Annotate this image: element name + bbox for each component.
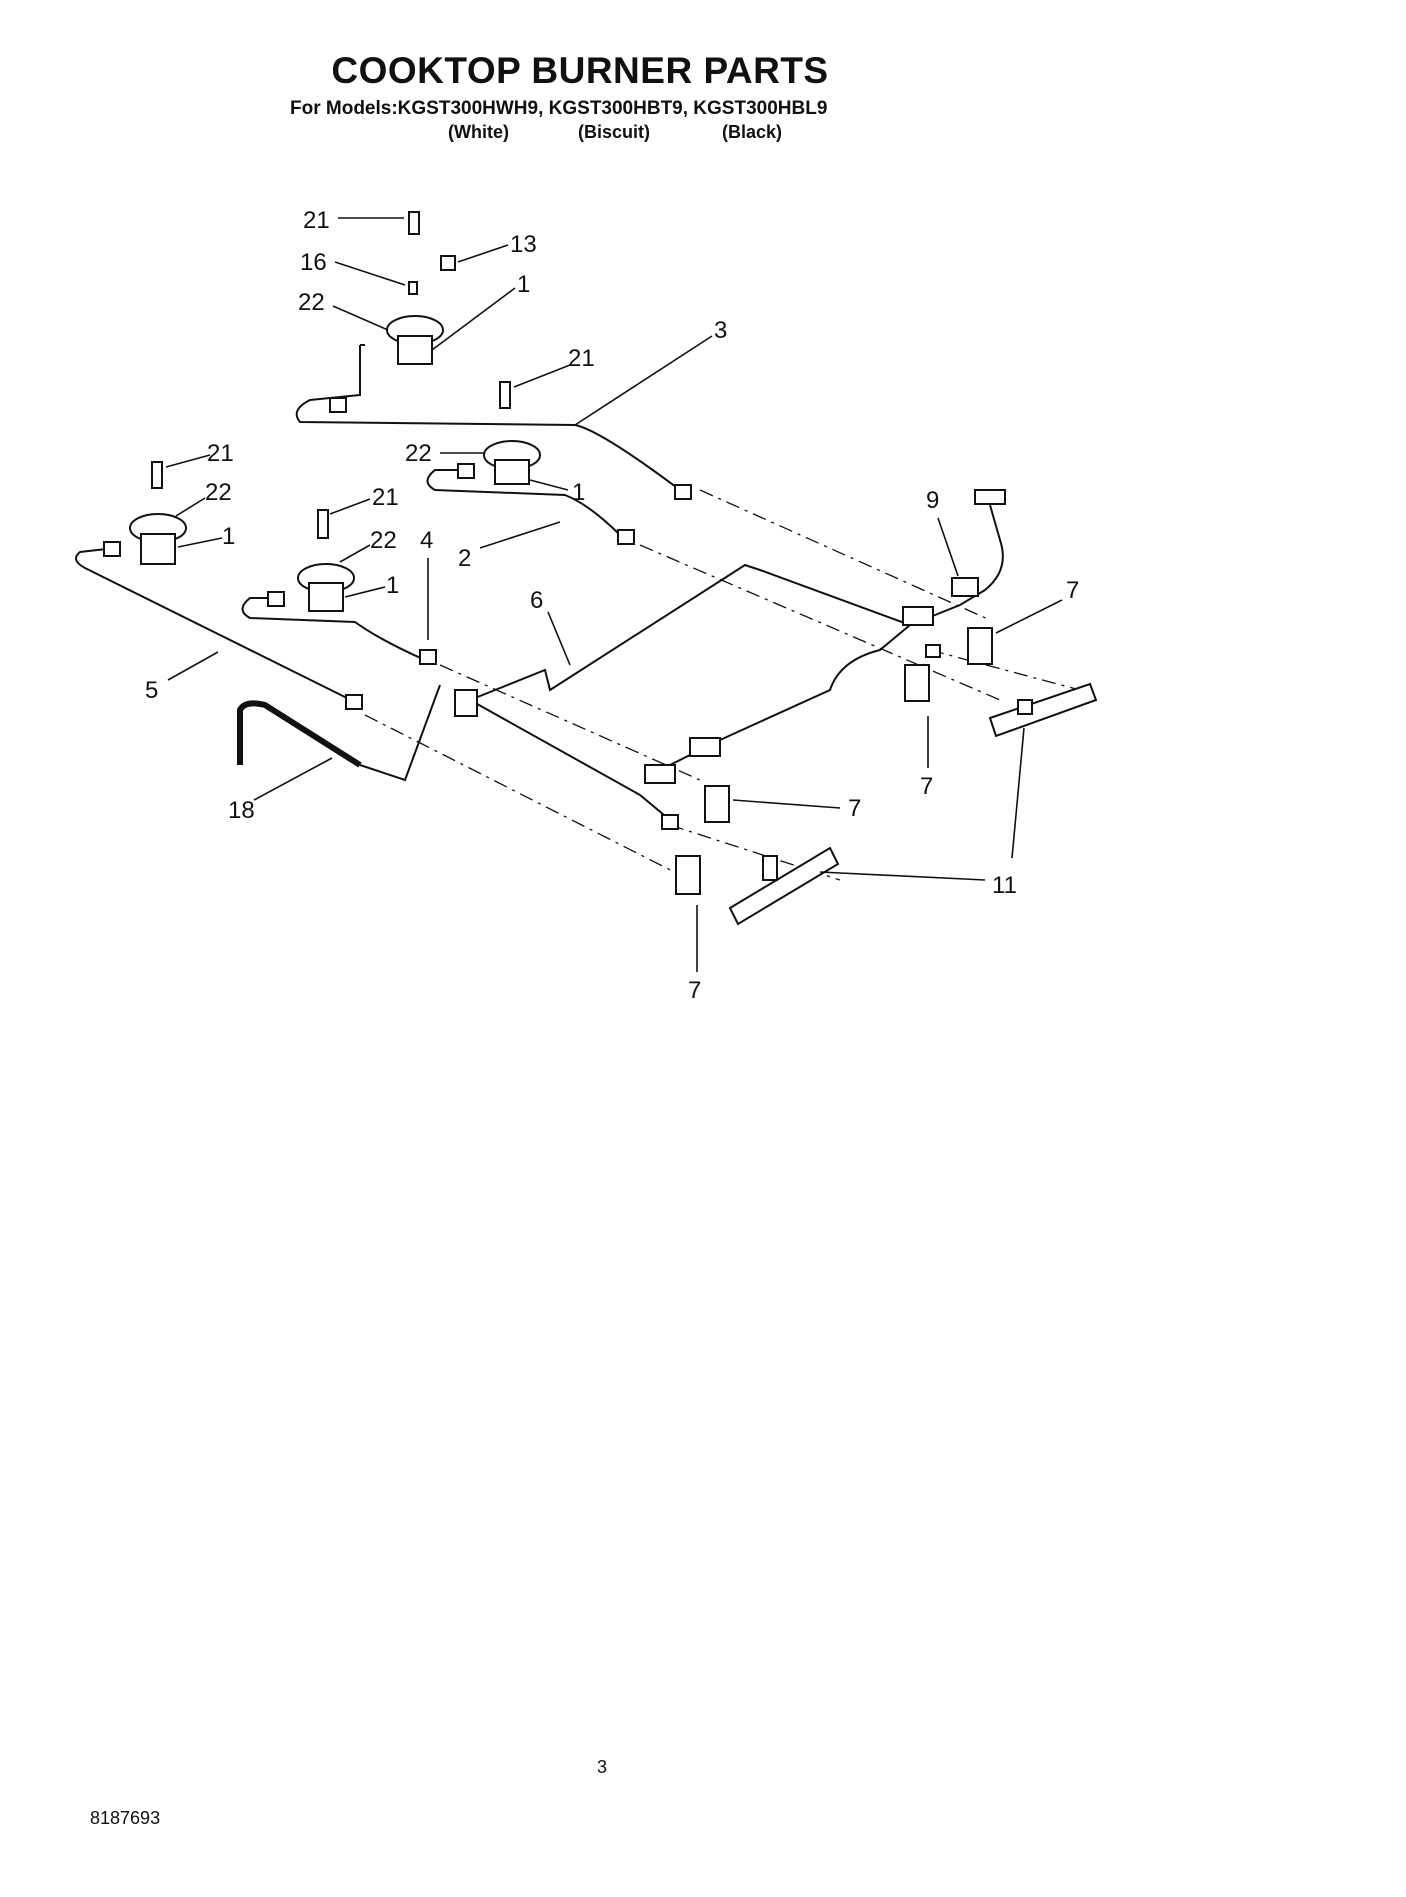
callout-labels: 21 16 22 13 1 3 21 22 1 21 22 1 21 22 1 … xyxy=(145,207,1079,1004)
callout-1: 1 xyxy=(517,271,530,298)
gas-tubes xyxy=(75,344,1004,821)
callout-7: 7 xyxy=(920,773,933,800)
callout-6: 6 xyxy=(530,587,543,614)
switches xyxy=(644,489,1006,784)
callout-3: 3 xyxy=(714,317,727,344)
callout-4: 4 xyxy=(420,527,433,554)
page-title: COOKTOP BURNER PARTS xyxy=(331,50,829,91)
callout-1: 1 xyxy=(222,523,235,550)
screw-21-right xyxy=(499,381,511,409)
switch-9 xyxy=(951,577,979,597)
page-number: 3 xyxy=(597,1757,608,1777)
regulator xyxy=(454,689,478,717)
valves xyxy=(675,627,993,895)
screw-21-front xyxy=(317,509,329,539)
burner-right-rear xyxy=(483,381,541,485)
fittings xyxy=(103,397,941,830)
leader-lines xyxy=(165,217,1063,972)
color-biscuit: (Biscuit) xyxy=(578,122,650,142)
callout-2: 2 xyxy=(458,545,471,572)
callout-11: 11 xyxy=(992,872,1017,899)
callout-1: 1 xyxy=(572,479,585,506)
callout-9: 9 xyxy=(926,487,939,514)
burner-top xyxy=(386,211,456,365)
callout-21: 21 xyxy=(372,484,399,511)
callout-21: 21 xyxy=(303,207,330,234)
callout-5: 5 xyxy=(145,677,158,704)
document-number: 8187693 xyxy=(90,1808,161,1828)
callout-22: 22 xyxy=(370,527,397,554)
color-white: (White) xyxy=(448,122,509,142)
callout-18: 18 xyxy=(228,797,255,824)
callout-7: 7 xyxy=(1066,577,1079,604)
callout-7: 7 xyxy=(848,795,861,822)
callout-13: 13 xyxy=(510,231,537,258)
callout-22: 22 xyxy=(298,289,325,316)
models-line: For Models:KGST300HWH9, KGST300HBT9, KGS… xyxy=(290,98,828,119)
screw-21-left xyxy=(151,461,163,489)
screw-21-top xyxy=(408,211,420,235)
burner-left-rear xyxy=(129,461,187,565)
callout-21: 21 xyxy=(207,440,234,467)
callout-7: 7 xyxy=(688,977,701,1004)
callout-22: 22 xyxy=(405,440,432,467)
callout-16: 16 xyxy=(300,249,327,276)
burner-left-front xyxy=(297,509,355,612)
electrode-13 xyxy=(440,255,456,271)
connector xyxy=(974,489,1006,505)
callout-21: 21 xyxy=(568,345,595,372)
callout-1: 1 xyxy=(386,572,399,599)
screw-16 xyxy=(408,281,418,295)
bars xyxy=(728,682,1098,926)
callout-22: 22 xyxy=(205,479,232,506)
color-black: (Black) xyxy=(722,122,783,142)
